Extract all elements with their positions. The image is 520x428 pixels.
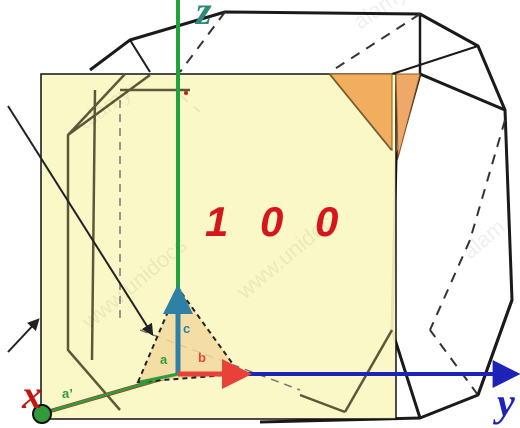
a-vector [139, 372, 179, 384]
origin-dot [32, 404, 52, 424]
pointer-arrow-1 [7, 105, 154, 337]
z-axis-label: z [194, 0, 212, 33]
red-dot [184, 91, 188, 95]
x-axis-label: x [21, 372, 42, 417]
face-label: 1 0 0 [205, 198, 348, 245]
c-label: c [183, 321, 190, 336]
a-prime-label: a’ [62, 386, 73, 401]
b-label: b [198, 350, 206, 365]
corner-facet [328, 73, 393, 152]
basis-triangle [136, 285, 242, 384]
y-axis-label: y [493, 380, 515, 425]
side-corner-facet [395, 73, 421, 159]
watermark-1: alamy [349, 0, 411, 34]
watermark-4: alam [457, 214, 510, 264]
pointer-arrow-2 [7, 318, 40, 353]
a-label: a [160, 352, 168, 367]
